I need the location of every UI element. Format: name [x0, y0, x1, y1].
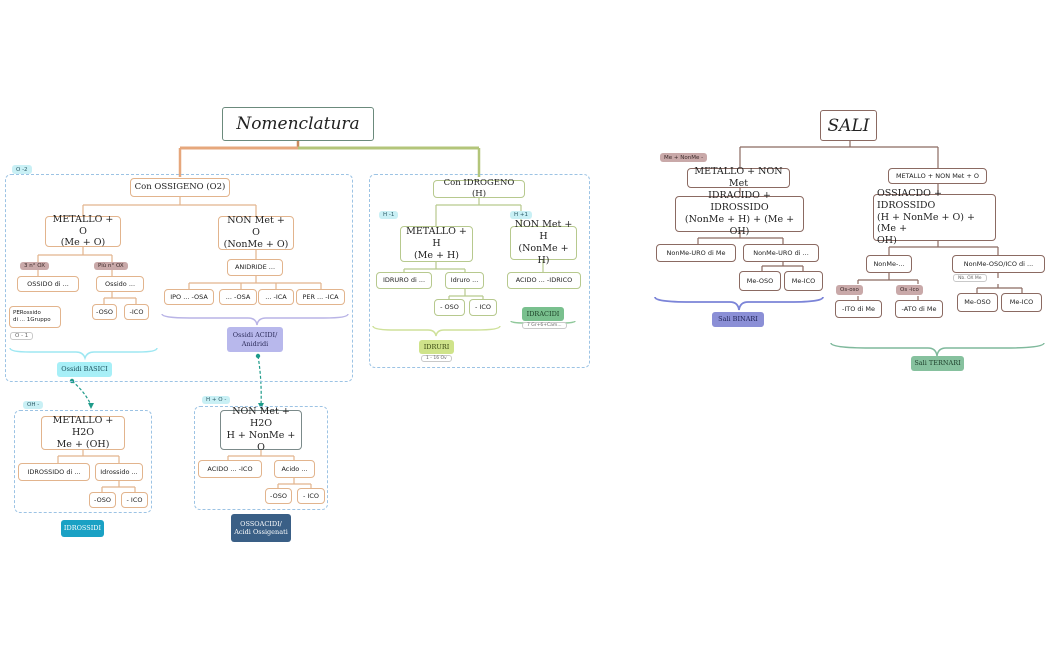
nonmet-h-node[interactable]: NON Met + H (NonMe + H) [510, 219, 577, 266]
tag-h-minus1: H -1 [379, 211, 399, 219]
idrogeno-frame [369, 174, 590, 368]
nonme-oso-ico-di-node[interactable]: NonMe-OSO/ICO di ... [952, 255, 1045, 273]
tag-o-minus2: O -2 [12, 165, 32, 174]
tag-idruri-note: 1 - 16 Ov [421, 355, 452, 362]
sali-me-oso2-node[interactable]: Me-OSO [957, 293, 998, 312]
idrossido-node[interactable]: Idrossido ... [95, 463, 143, 481]
tag-os-oso: Os-oso [836, 285, 863, 295]
metallo-nonmet-node[interactable]: METALLO + NON Met [687, 166, 790, 189]
ato-di-me-node[interactable]: -ATO di Me [895, 300, 943, 318]
ossigeno-ico-node[interactable]: -ICO [124, 304, 149, 320]
nonme-uro-di-me-node[interactable]: NonMe-URO di Me [656, 244, 736, 262]
idrogeno-ico-node[interactable]: - ICO [469, 299, 497, 316]
ito-di-me-node[interactable]: -ITO di Me [835, 300, 882, 318]
sali-binari-label[interactable]: Sali BINARI [712, 312, 764, 327]
idruro-node[interactable]: Idruro ... [445, 272, 484, 289]
tag-ox-piu: Più n° OX [94, 262, 128, 270]
ossiacido-idrossido-node[interactable]: OSSIACDO + IDROSSIDO (H + NonMe + O) + (… [873, 188, 996, 246]
tag-o-range: O - 1 [10, 332, 34, 340]
tag-h-plus1: H +1 [510, 211, 532, 219]
idrossidi-label[interactable]: IDROSSIDI [61, 520, 104, 537]
acido-idrico-node[interactable]: ACIDO ... -IDRICO [507, 272, 581, 289]
sali-ternari-label[interactable]: Sali TERNARI [911, 356, 964, 371]
idruro-di-node[interactable]: IDRURO di ... [376, 272, 432, 289]
idracido-idrossido-node[interactable]: IDRACIDO + IDROSSIDO (NonMe + H) + (Me +… [675, 190, 804, 237]
metallo-h-node[interactable]: METALLO + H (Me + H) [400, 226, 473, 262]
acido-ico-node[interactable]: ACIDO ... -ICO [198, 460, 262, 478]
ossido-di-node[interactable]: OSSIDO di ... [17, 276, 79, 292]
nonmet-o-node[interactable]: NON Met + O (NonMe + O) [218, 215, 294, 250]
tag-idracidi-note: 7 Gr+6+Cam... [522, 322, 567, 329]
acido-node[interactable]: Acido ... [274, 460, 315, 478]
sali-me-ico2-node[interactable]: Me-ICO [1001, 293, 1042, 312]
nonme-uro-di-node[interactable]: NonMe-URO di ... [743, 244, 819, 262]
idrossidi-ico-node[interactable]: - ICO [121, 492, 148, 508]
metallo-o-node[interactable]: METALLO + O (Me + O) [45, 214, 121, 248]
idracidi-label[interactable]: IDRACIDI [522, 307, 564, 321]
page-title: Nomenclatura [222, 107, 374, 141]
per-ica-node[interactable]: PER ... -ICA [296, 289, 345, 305]
ossoacidi-label[interactable]: OSSOACIDI/ Acidi Ossigenati [231, 514, 291, 542]
idrossidi-head[interactable]: METALLO + H2O Me + (OH) [41, 415, 125, 450]
ipo-osa-node[interactable]: IPO ... -OSA [164, 289, 214, 305]
sali-me-ico-node[interactable]: Me-ICO [784, 271, 823, 291]
metallo-nonmet-o-node[interactable]: METALLO + NON Met + O [888, 168, 987, 184]
ossidi-basici-label[interactable]: Ossidi BASICI [57, 362, 112, 377]
ossigeno-head[interactable]: Con OSSIGENO (O2) [130, 178, 230, 197]
tag-me-nonme: Me + NonMe - [660, 153, 708, 162]
ossido-node[interactable]: Ossido ... [96, 276, 144, 292]
tag-nb-ox: Nb. OX Me [953, 274, 987, 282]
perossido-node[interactable]: PERossido di ... 1Gruppo [9, 306, 61, 328]
idruri-label[interactable]: IDRURI [419, 340, 454, 354]
idrogeno-head[interactable]: Con IDROGENO (H) [433, 178, 525, 199]
tag-oh: OH - [23, 401, 44, 409]
idrossido-di-node[interactable]: IDROSSIDO di ... [18, 463, 90, 481]
idrossidi-frame [14, 410, 152, 513]
tag-ox-3: 3 n° OX [20, 262, 49, 270]
osa-node[interactable]: ... -OSA [219, 289, 257, 305]
sali-me-oso-node[interactable]: Me-OSO [739, 271, 781, 291]
ossoacidi-oso-node[interactable]: -OSO [265, 488, 292, 504]
tag-os-ico: Os -ico [896, 285, 923, 295]
ossoacidi-ico-node[interactable]: - ICO [297, 488, 325, 504]
ossigeno-oso-node[interactable]: -OSO [92, 304, 117, 320]
idrossidi-oso-node[interactable]: -OSO [89, 492, 116, 508]
tag-h-o: H + O - [202, 396, 231, 404]
ossigeno-frame [5, 174, 353, 382]
ossoacidi-head[interactable]: NON Met + H2O H + NonMe + O [220, 406, 302, 453]
nonme-node[interactable]: NonMe-... [866, 255, 912, 273]
anidride-node[interactable]: ANIDRIDE ... [227, 259, 283, 276]
ossidi-acidi-label[interactable]: Ossidi ACIDI/ Anidridi [227, 327, 283, 352]
ica-node[interactable]: ... -ICA [258, 289, 294, 305]
sali-title: SALI [820, 110, 877, 141]
ossoacidi-frame [194, 406, 328, 510]
idrogeno-oso-node[interactable]: - OSO [434, 299, 465, 316]
